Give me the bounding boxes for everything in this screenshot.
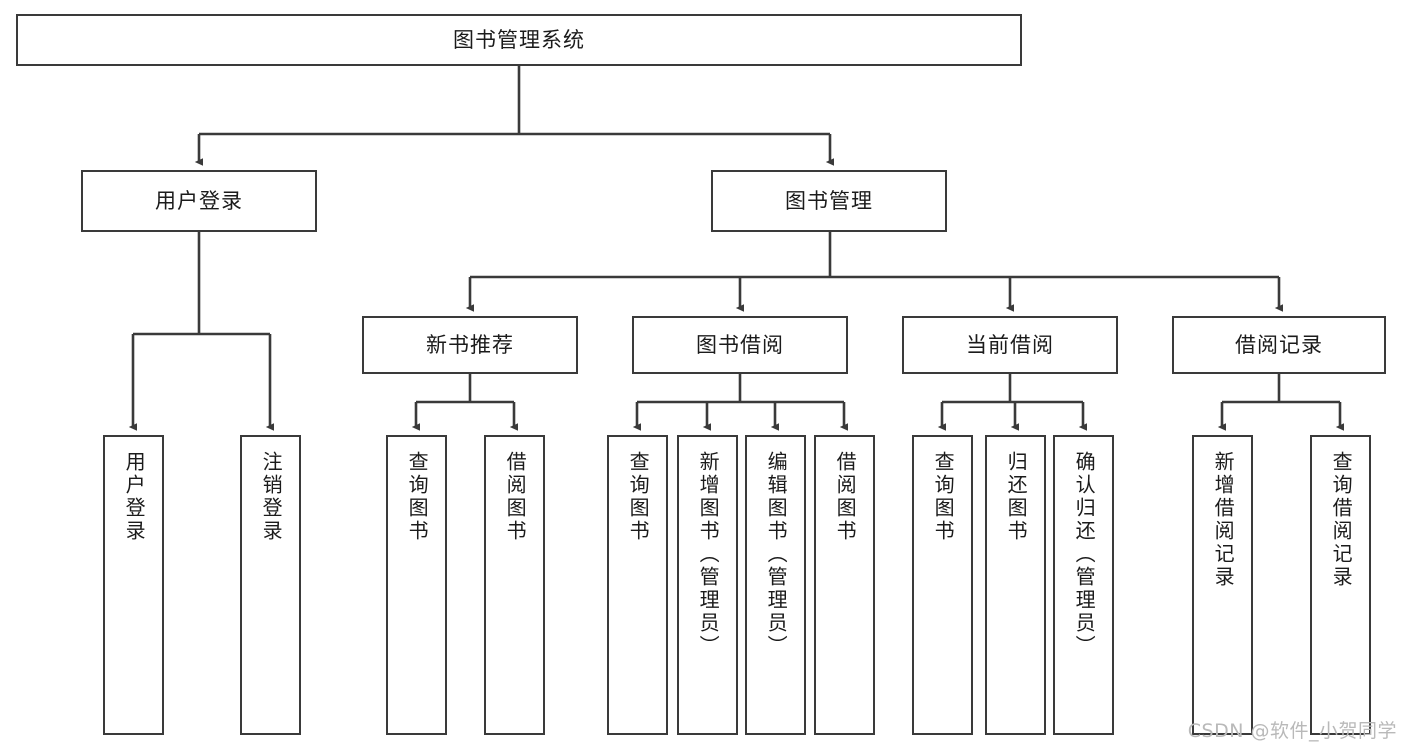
leaf-query-borrow-record[interactable]: 查询借阅记录 (1310, 435, 1371, 735)
leaf-confirm-return-admin[interactable]: 确认归还（管理员） (1053, 435, 1114, 735)
leaf-query-book-new-label: 查询图书 (405, 451, 430, 543)
node-root-label: 图书管理系统 (453, 27, 585, 52)
leaf-user-login-label: 用户登录 (122, 451, 147, 543)
leaf-query-book-borrow-label: 查询图书 (626, 451, 651, 543)
node-new-book-recommend[interactable]: 新书推荐 (362, 316, 578, 374)
node-book-management[interactable]: 图书管理 (711, 170, 947, 232)
leaf-add-book-admin[interactable]: 新增图书（管理员） (677, 435, 738, 735)
node-borrow-record-label: 借阅记录 (1235, 332, 1323, 357)
leaf-confirm-return-admin-label: 确认归还（管理员） (1072, 451, 1097, 658)
csdn-watermark: CSDN @软件_小贺同学 (1187, 720, 1397, 742)
leaf-edit-book-admin[interactable]: 编辑图书（管理员） (745, 435, 806, 735)
leaf-return-book-label: 归还图书 (1004, 451, 1029, 543)
leaf-user-login[interactable]: 用户登录 (103, 435, 164, 735)
leaf-borrow-book-new[interactable]: 借阅图书 (484, 435, 545, 735)
leaf-return-book[interactable]: 归还图书 (985, 435, 1046, 735)
node-current-borrow[interactable]: 当前借阅 (902, 316, 1118, 374)
node-new-book-recommend-label: 新书推荐 (426, 332, 514, 357)
node-book-borrow[interactable]: 图书借阅 (632, 316, 848, 374)
leaf-query-book-borrow[interactable]: 查询图书 (607, 435, 668, 735)
leaf-query-borrow-record-label: 查询借阅记录 (1329, 451, 1354, 589)
leaf-query-book-current[interactable]: 查询图书 (912, 435, 973, 735)
leaf-add-borrow-record-label: 新增借阅记录 (1211, 451, 1236, 589)
node-current-borrow-label: 当前借阅 (966, 332, 1054, 357)
leaf-logout-label: 注销登录 (259, 451, 284, 543)
node-user-login[interactable]: 用户登录 (81, 170, 317, 232)
leaf-borrow-book-new-label: 借阅图书 (503, 451, 528, 543)
node-book-management-label: 图书管理 (785, 188, 873, 213)
leaf-borrow-book-label: 借阅图书 (833, 451, 858, 543)
leaf-logout[interactable]: 注销登录 (240, 435, 301, 735)
node-borrow-record[interactable]: 借阅记录 (1172, 316, 1386, 374)
leaf-borrow-book[interactable]: 借阅图书 (814, 435, 875, 735)
node-user-login-label: 用户登录 (155, 188, 243, 213)
node-root[interactable]: 图书管理系统 (16, 14, 1022, 66)
leaf-edit-book-admin-label: 编辑图书（管理员） (764, 451, 789, 658)
node-book-borrow-label: 图书借阅 (696, 332, 784, 357)
leaf-query-book-current-label: 查询图书 (931, 451, 956, 543)
leaf-add-book-admin-label: 新增图书（管理员） (696, 451, 721, 658)
leaf-query-book-new[interactable]: 查询图书 (386, 435, 447, 735)
leaf-add-borrow-record[interactable]: 新增借阅记录 (1192, 435, 1253, 735)
